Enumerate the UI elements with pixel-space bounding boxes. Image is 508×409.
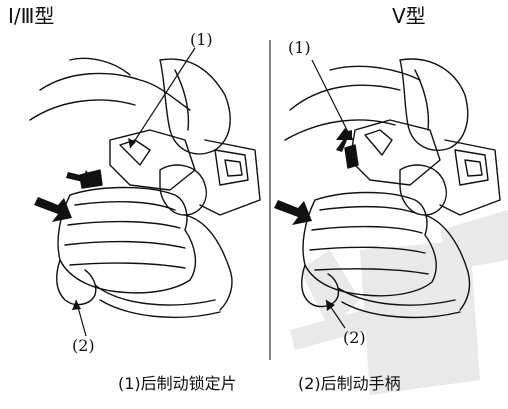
caption-item-1: (1)后制动锁定片 [118,374,237,393]
right-illustration [284,58,501,319]
right-callout-2-label: (2) [343,328,366,347]
watermark [290,210,508,395]
left-push-arrows [34,170,96,222]
left-callout-arrowhead-1 [128,138,136,148]
right-callout-arrowhead-1 [344,130,352,140]
right-callout-1-label: (1) [288,38,311,57]
left-callout-arrowhead-2 [72,300,81,310]
left-illustration [29,57,261,319]
left-callout-2-label: (2) [72,336,95,355]
right-callout-arrowhead-2 [326,300,335,311]
right-push-arrows [274,128,354,225]
caption-item-2: (2)后制动手柄 [298,374,401,393]
left-panel-title: Ⅰ/Ⅲ型 [8,4,55,28]
left-callout-1-label: (1) [190,30,213,49]
right-panel-title: Ⅴ型 [392,4,426,28]
